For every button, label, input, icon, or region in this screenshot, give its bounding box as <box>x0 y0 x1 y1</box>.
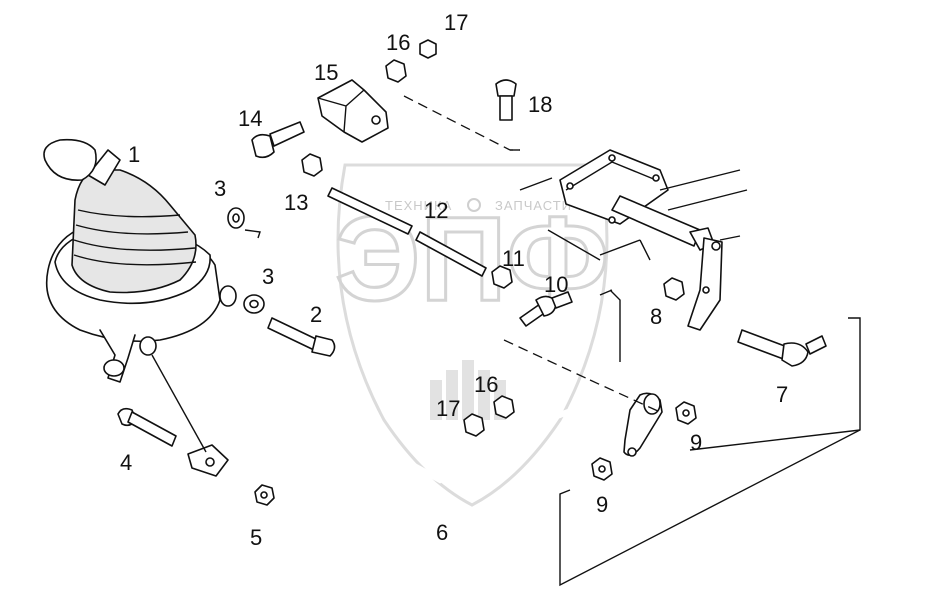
part-18-bolt <box>495 79 517 121</box>
callout-11: 11 <box>502 246 525 271</box>
part-8-nut <box>663 277 685 301</box>
part-14-bolt <box>251 121 305 159</box>
part-4-bolt <box>117 407 177 447</box>
callout-13: 13 <box>284 190 308 215</box>
part-16-nut-top <box>385 59 407 83</box>
callout-1: 1 <box>128 142 140 167</box>
part-3-washer-lower <box>243 294 265 314</box>
callout-17-top: 17 <box>444 10 468 35</box>
gearbox-shift-mechanism <box>559 149 748 331</box>
callout-9-lower: 9 <box>596 492 608 517</box>
part-15-bracket <box>317 79 389 143</box>
callout-4: 4 <box>120 450 132 475</box>
part-3-washer-upper <box>227 207 245 229</box>
callout-16-middle: 16 <box>474 372 498 397</box>
part-11-nut <box>491 265 513 289</box>
callout-16-top: 16 <box>386 30 410 55</box>
part-1-shift-lever-assembly <box>43 138 237 383</box>
part-7-ball-joint <box>737 329 827 367</box>
watermark-gear-icon <box>467 198 481 212</box>
callout-6: 6 <box>436 520 448 545</box>
callout-5: 5 <box>250 525 262 550</box>
part-17-nut-middle <box>463 413 485 437</box>
callout-labels: 1 2 3 3 4 5 6 7 8 9 9 10 11 12 13 14 15 … <box>120 10 788 550</box>
callout-8: 8 <box>650 304 662 329</box>
part-16-nut-middle <box>493 395 515 419</box>
callout-18: 18 <box>528 92 552 117</box>
callout-7: 7 <box>776 382 788 407</box>
callout-3-lower: 3 <box>262 264 274 289</box>
part-13-nut <box>301 153 323 177</box>
part-6-shift-rod <box>187 392 663 484</box>
part-12-rod <box>327 187 487 277</box>
callout-10: 10 <box>544 272 568 297</box>
callout-15: 15 <box>314 60 338 85</box>
callout-14: 14 <box>238 106 262 131</box>
part-9-nut-right <box>675 401 697 425</box>
part-5-nut <box>254 484 275 506</box>
leader-lines <box>151 95 861 587</box>
part-17-nut-top <box>419 39 437 59</box>
part-9-nut-lower <box>591 457 613 481</box>
part-2-bolt <box>267 317 336 357</box>
callout-2: 2 <box>310 302 322 327</box>
callout-17-middle: 17 <box>436 396 460 421</box>
callout-12: 12 <box>424 198 448 223</box>
watermark-left-text: ТЕХНИКА <box>385 198 452 213</box>
watermark-right-text: ЗАПЧАСТИ <box>495 198 572 213</box>
callout-9-right: 9 <box>690 430 702 455</box>
part-10-ball-joint <box>519 291 573 327</box>
callout-3-upper: 3 <box>214 176 226 201</box>
